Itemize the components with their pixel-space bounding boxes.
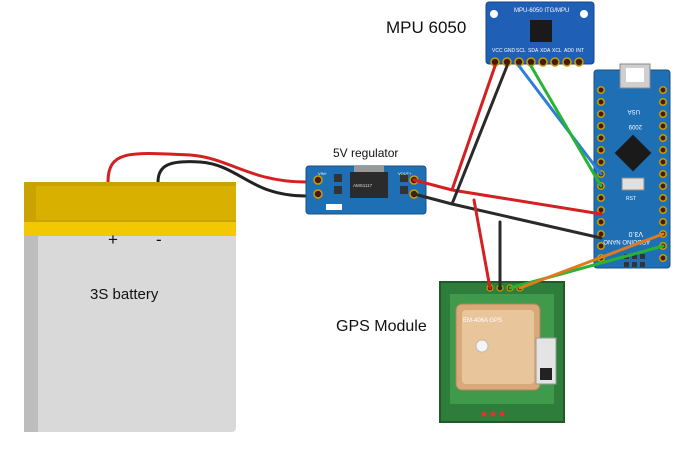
reg-cap-2 — [334, 186, 342, 194]
mpu-chip — [530, 20, 552, 42]
mpu-pin-xda — [538, 57, 548, 67]
mpu-pin-xcl — [550, 57, 560, 67]
mpu-hole-right — [580, 10, 588, 18]
gps-module: EM-406A GPS — [439, 281, 565, 423]
nano-usb-text: USA — [628, 108, 640, 114]
gps-connector-port — [540, 368, 552, 380]
mpu-label-vcc: VCC — [492, 48, 503, 54]
mpu-hole-left — [490, 10, 498, 18]
nano-pins-left — [597, 86, 605, 262]
reg-pin-in-plus — [313, 175, 323, 185]
mpu-label-xcl: XCL — [552, 48, 562, 54]
mpu-label-xda: XDA — [540, 48, 551, 54]
gps-antenna-face — [462, 310, 534, 384]
battery-label: 3S battery — [90, 286, 159, 303]
reg-chip-text: AMS1117 — [353, 183, 373, 188]
wire-battery-positive — [106, 151, 307, 184]
battery-band — [24, 222, 236, 236]
mpu-chip-text: MPU-6050 ITG/MPU — [514, 8, 569, 14]
wire-gnd-to-mpu — [450, 64, 509, 206]
wire-reg-5v-to-nano — [412, 178, 603, 216]
mpu-label-scl: SCL — [516, 48, 526, 54]
reg-cap-1 — [334, 174, 342, 182]
battery-edge — [24, 182, 38, 432]
wire-reg-gnd-to-nano — [412, 192, 603, 240]
battery-body — [36, 182, 236, 432]
gps-text: EM-406A GPS — [463, 318, 502, 324]
battery-cap-top — [36, 186, 236, 220]
mpu-label-ad0: AD0 — [564, 48, 574, 54]
mpu-pin-ad0 — [562, 57, 572, 67]
reg-chip-tab — [354, 166, 384, 172]
gps-led-2 — [490, 411, 496, 417]
battery-plus-label: + — [108, 230, 118, 249]
gps-antenna-feed — [475, 339, 489, 353]
wire-battery-negative — [156, 160, 307, 198]
regulator-label: 5V regulator — [333, 146, 399, 160]
wire-gps-tx-to-nano — [518, 232, 665, 290]
wires — [412, 64, 665, 290]
mpu-label-gnd: GND — [504, 48, 516, 54]
nano-name-text: ARDUINO NANO — [603, 238, 650, 244]
wire-scl-to-nano — [517, 64, 603, 176]
wire-sda-to-nano — [529, 64, 603, 188]
wire-5v-to-gps — [472, 198, 492, 290]
reg-pin-in-minus — [313, 189, 323, 199]
wire-5v-to-mpu — [450, 64, 497, 192]
mpu-label: MPU 6050 — [386, 18, 467, 37]
reg-cap-4 — [400, 186, 408, 194]
mpu-label-int: INT — [576, 48, 584, 54]
reg-cap-3 — [400, 174, 408, 182]
nano-chip — [614, 134, 652, 172]
nano-reset-button — [621, 177, 645, 191]
battery-minus-label: - — [156, 230, 162, 249]
reg-in-text: VIN+ — [318, 171, 328, 176]
mpu-label-sda: SDA — [528, 48, 539, 54]
gps-led-1 — [481, 411, 487, 417]
reg-chip — [350, 172, 388, 198]
reg-led — [326, 204, 342, 210]
reg-out-text: VOUT+ — [398, 171, 412, 176]
gps-led-3 — [499, 411, 505, 417]
mpu6050-board: MPU-6050 ITG/MPU VCC GND SCL SDA XDA XCL… — [485, 1, 595, 67]
arduino-nano-board: RST USA 2009 ARDUINO NANO V3.0 — [593, 63, 671, 269]
gps-label: GPS Module — [336, 318, 427, 335]
nano-rst-text: RST — [626, 196, 636, 202]
mpu-pin-int — [574, 57, 584, 67]
nano-ver-text: V3.0 — [628, 230, 643, 237]
mpu-pin-labels: VCC GND SCL SDA XDA XCL AD0 INT — [492, 48, 584, 54]
nano-usb-inner — [626, 68, 644, 82]
regulator-board: VIN+ VOUT+ AMS1117 — [305, 165, 427, 215]
nano-year-text: 2009 — [628, 123, 642, 129]
battery — [24, 182, 236, 432]
